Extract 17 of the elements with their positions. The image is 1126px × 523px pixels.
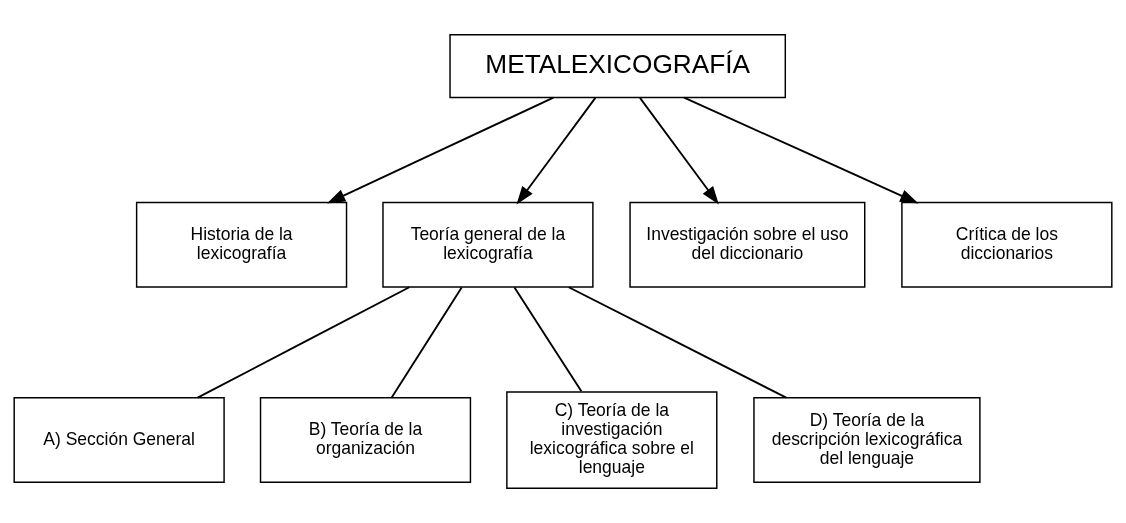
arrow	[326, 96, 555, 204]
connector	[513, 286, 583, 393]
node-box: C) Teoría de la investigación lexicográfica sobre el lenguaje	[506, 391, 718, 489]
node-box: Investigación sobre el uso del diccionario	[629, 201, 866, 288]
connector	[196, 286, 411, 399]
connector	[567, 286, 788, 399]
connector	[390, 286, 463, 399]
node-box: B) Teoría de la organización	[259, 397, 472, 484]
arrow	[516, 96, 597, 205]
node-box: D) Teoría de la descripción lexicográfica del lenguaje	[753, 397, 981, 484]
node-box: METALEXICOGRAFÍA	[449, 34, 787, 99]
node-box: A) Sección General	[13, 397, 225, 484]
node-box: Crítica de los diccionarios	[901, 201, 1113, 288]
node-box: Historia de la lexicografía	[135, 201, 348, 288]
arrow	[639, 96, 719, 205]
arrow	[683, 96, 919, 204]
node-box: Teoría general de la lexicografía	[382, 201, 594, 288]
